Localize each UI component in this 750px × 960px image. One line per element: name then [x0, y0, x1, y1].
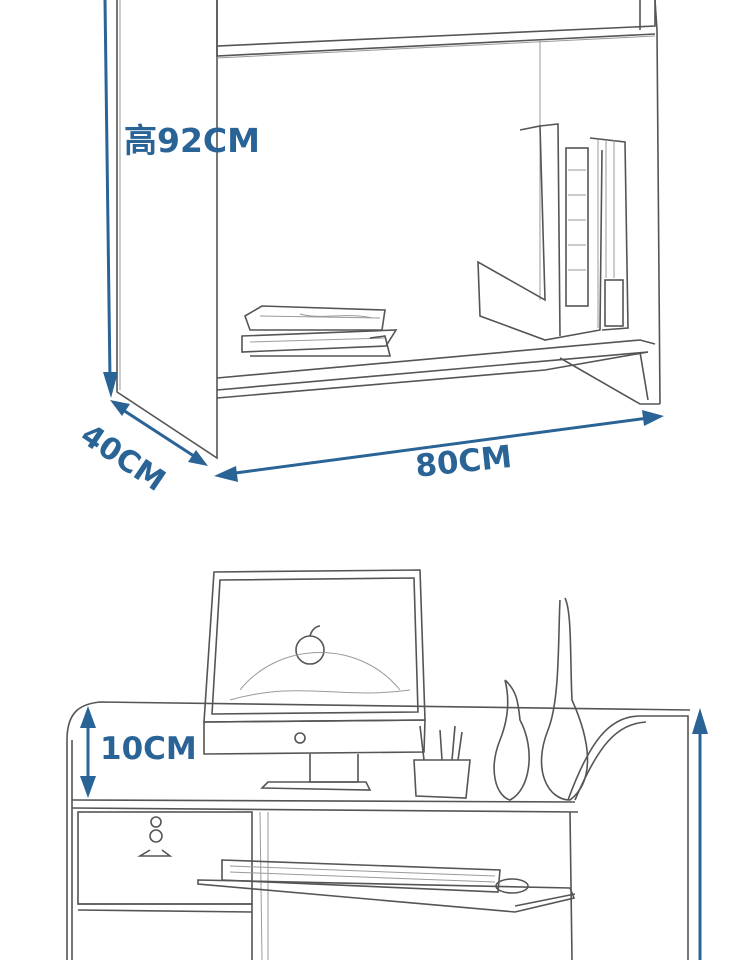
depth-dimension-arrow — [110, 400, 208, 466]
width-dimension-arrow — [214, 410, 664, 482]
books-sketch — [241, 305, 398, 357]
desk-sketch — [66, 569, 691, 960]
desk-height-dimension-arrow — [692, 708, 708, 960]
height-dimension-label: 高92CM — [124, 121, 260, 160]
magazine-holder-sketch — [477, 123, 629, 341]
shelf-height-dimension-arrow — [80, 706, 96, 798]
height-dimension-arrow — [103, 0, 118, 398]
shelf-height-dimension-label: 10CM — [100, 731, 197, 767]
